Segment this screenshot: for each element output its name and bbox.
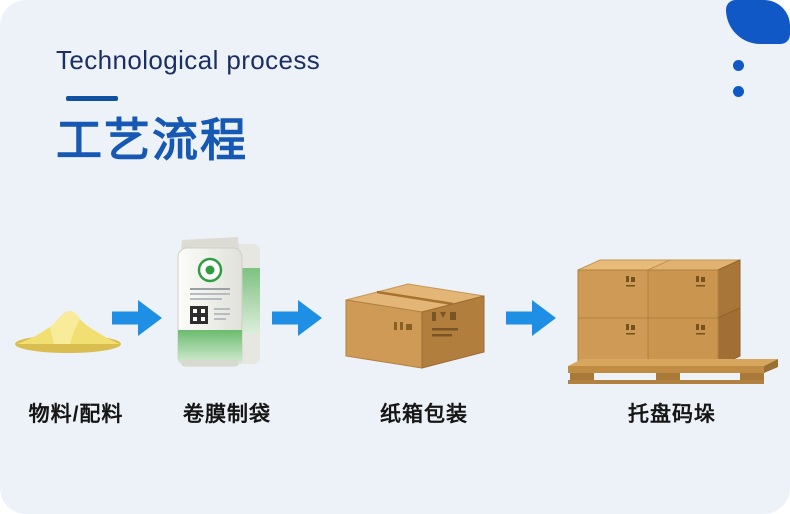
step-label-carton-packing: 纸箱包装 (380, 403, 468, 426)
step-label-bag-making: 卷膜制袋 (183, 403, 271, 426)
pallet-stack-icon (568, 259, 778, 384)
title-english: Technological process (56, 45, 321, 75)
powder-pile-icon (15, 310, 121, 353)
flow-arrow-icon (506, 300, 556, 336)
step-label-materials: 物料/配料 (28, 403, 124, 426)
accent-dot-icon (733, 86, 744, 97)
corner-accent-shape (726, 0, 790, 44)
accent-dot-icon (733, 60, 744, 71)
title-chinese: 工艺流程 (56, 114, 248, 166)
film-pouch-icon (177, 237, 260, 367)
flow-arrow-icon (272, 300, 322, 336)
carton-box-icon (345, 283, 485, 369)
title-underline (66, 96, 118, 101)
step-label-pallet-stacking: 托盘码垛 (628, 403, 716, 426)
